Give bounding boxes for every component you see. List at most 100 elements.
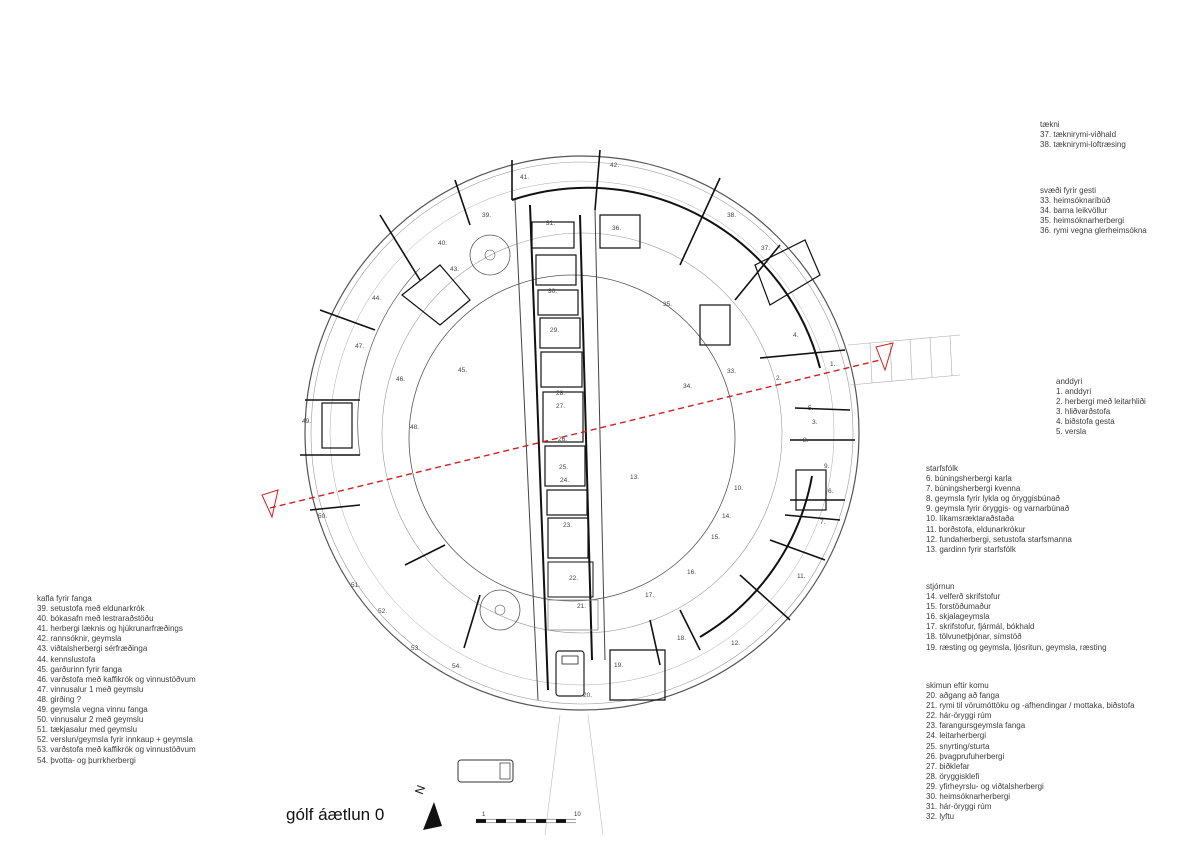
room-label: 48. <box>410 424 419 431</box>
legend-item: 53. varðstofa með kaffikrók og vinnustöð… <box>37 745 196 755</box>
room-label: 31. <box>546 220 555 227</box>
room-label: 51. <box>351 582 360 589</box>
legend-item: 5. versla <box>1056 427 1087 437</box>
room-label: 49. <box>302 418 311 425</box>
room-label: 4. <box>793 332 799 339</box>
legend-item: 8. geymsla fyrir lykla og öryggisbúnað <box>926 494 1060 504</box>
room-label: 47. <box>355 343 364 350</box>
room-label: 14. <box>722 513 731 520</box>
room-label: 6. <box>828 488 834 495</box>
stair-south <box>479 589 521 631</box>
room-label: 13. <box>630 474 639 481</box>
legend-title: skimun eftir komu <box>926 681 989 690</box>
room-label: 36. <box>612 225 621 232</box>
room-label: 8. <box>803 437 809 444</box>
legend-stjornun: stjórnun 14. velferð skrifstofur 15. for… <box>926 582 1107 653</box>
legend-item: 37. tæknirymi-viðhald <box>1040 130 1117 140</box>
road-line-right <box>587 714 604 836</box>
legend-item: 54. þvotta- og þurrkherbergi <box>37 755 136 765</box>
room-label: 42. <box>610 162 619 169</box>
legend-item: 50. vinnusalur 2 með geymslu <box>37 715 144 725</box>
room-outlines <box>321 214 827 701</box>
legend-item: 24. leitarherbergi <box>926 731 987 741</box>
stair-south-core <box>494 604 506 616</box>
road-line-left <box>544 714 561 836</box>
legend-skimun: skimun eftir komu 20. aðgang að fanga 21… <box>926 681 1135 822</box>
legend-item: 27. biðklefar <box>926 761 970 771</box>
parked-van-icon <box>457 759 514 783</box>
room-label: 41. <box>520 174 529 181</box>
outer-wall-inner-line <box>310 161 854 705</box>
room-label: 30. <box>548 288 557 295</box>
room-label: 34. <box>683 383 692 390</box>
legend-title: stjórnun <box>926 582 955 591</box>
room-label: 45. <box>458 367 467 374</box>
room-label: 33. <box>727 368 736 375</box>
legend-item: 1. anddyri <box>1056 387 1092 397</box>
room-label: 43. <box>450 266 459 273</box>
legend-title: svæði fyrir gesti <box>1040 186 1097 195</box>
room-label: 23. <box>563 522 572 529</box>
legend-item: 48. girðing ? <box>37 694 82 704</box>
legend-title: kafla fyrir fanga <box>37 594 92 603</box>
room-label: 21. <box>577 603 586 610</box>
legend-item: 43. viðtalsherbergi sérfræðinga <box>37 644 148 654</box>
legend-item: 40. bókasafn með lestraraðstöðu <box>37 614 154 624</box>
legend-item: 18. tölvunetþjónar, símstöð <box>926 632 1022 642</box>
legend-item: 38. tæknirymi-loftræsing <box>1040 140 1126 150</box>
room-label: 35. <box>663 301 672 308</box>
legend-item: 47. vinnusalur 1 með geymslu <box>37 684 144 694</box>
legend-item: 25. snyrting/sturta <box>926 741 990 751</box>
room-label: 1. <box>830 361 836 368</box>
legend-item: 14. velferð skrifstofur <box>926 592 1001 602</box>
room-label: 52. <box>378 608 387 615</box>
legend-starfsfolk: starfsfólk 6. búningsherbergi karla 7. b… <box>926 464 1072 555</box>
room-label: 16. <box>687 569 696 576</box>
legend-item: 13. gardinn fyrir starfsfólk <box>926 544 1016 554</box>
room-label: 19. <box>614 662 623 669</box>
room-label: 46. <box>396 376 405 383</box>
legend-item: 23. farangursgeymsla fanga <box>926 721 1026 731</box>
room-label: 28. <box>556 390 565 397</box>
legend-item: 45. garðurinn fyrir fanga <box>37 664 122 674</box>
legend-item: 34. barna leikvöllur <box>1040 206 1108 216</box>
legend-item: 36. rymi vegna glerheimsókna <box>1040 226 1147 236</box>
legend-item: 4. biðstofa gesta <box>1056 417 1115 427</box>
legend-item: 46. varðstofa með kaffikrók og vinnustöð… <box>37 674 196 684</box>
room-label: 18. <box>677 635 686 642</box>
legend-item: 12. fundaherbergi, setustofa starfsmanna <box>926 534 1072 544</box>
central-block <box>514 199 606 701</box>
room-labels: 1. 2. 3. 4. 5. 6. 7. 8. 9. 10. 11. 12. 1… <box>302 162 836 699</box>
legend-item: 52. verslun/geymsla fyrir innkaup + geym… <box>37 735 193 745</box>
legend-title: tækni <box>1040 120 1060 129</box>
ring-wall-w <box>357 267 421 456</box>
north-label: N <box>412 783 428 796</box>
legend-item: 32. lyftu <box>926 812 955 822</box>
legend-item: 35. heimsóknarherbergi <box>1040 216 1125 226</box>
legend-item: 15. forstöðumaður <box>926 602 991 612</box>
legend-item: 2. herbergi með leitarhliði <box>1056 397 1146 407</box>
room-label: 20. <box>583 692 592 699</box>
legend-gestir: svæði fyrir gesti 33. heimsóknaríbúð 34.… <box>1040 186 1147 236</box>
legend-fangar: kafla fyrir fanga 39. setustofa með eldu… <box>37 594 196 766</box>
stair-north <box>469 234 511 276</box>
legend-item: 49. geymsla vegna vinnu fanga <box>37 705 148 715</box>
legend-item: 19. ræsting og geymsla, ljósritun, geyms… <box>926 642 1107 652</box>
room-label: 27. <box>556 403 565 410</box>
legend-item: 11. borðstofa, eldunarkrókur <box>926 524 1026 534</box>
legend-item: 17. skrifstofur, fjármál, bókhald <box>926 622 1035 632</box>
ring-inner-line <box>329 180 835 686</box>
room-label: 5. <box>808 405 814 412</box>
room-label: 39. <box>482 212 491 219</box>
legend-item: 28. öryggisklefi <box>926 771 980 781</box>
legend-item: 39. setustofa með eldunarkrók <box>37 604 145 614</box>
room-label: 40. <box>438 240 447 247</box>
legend-item: 3. hliðvarðstofa <box>1056 407 1111 417</box>
room-label: 38. <box>727 212 736 219</box>
room-label: 3. <box>812 419 818 426</box>
legend-item: 26. þvagprufuherbergi <box>926 751 1005 761</box>
legend-item: 31. hár-öryggi rúm <box>926 802 992 812</box>
legend-item: 20. aðgang að fanga <box>926 691 1000 701</box>
room-label: 15. <box>711 534 720 541</box>
